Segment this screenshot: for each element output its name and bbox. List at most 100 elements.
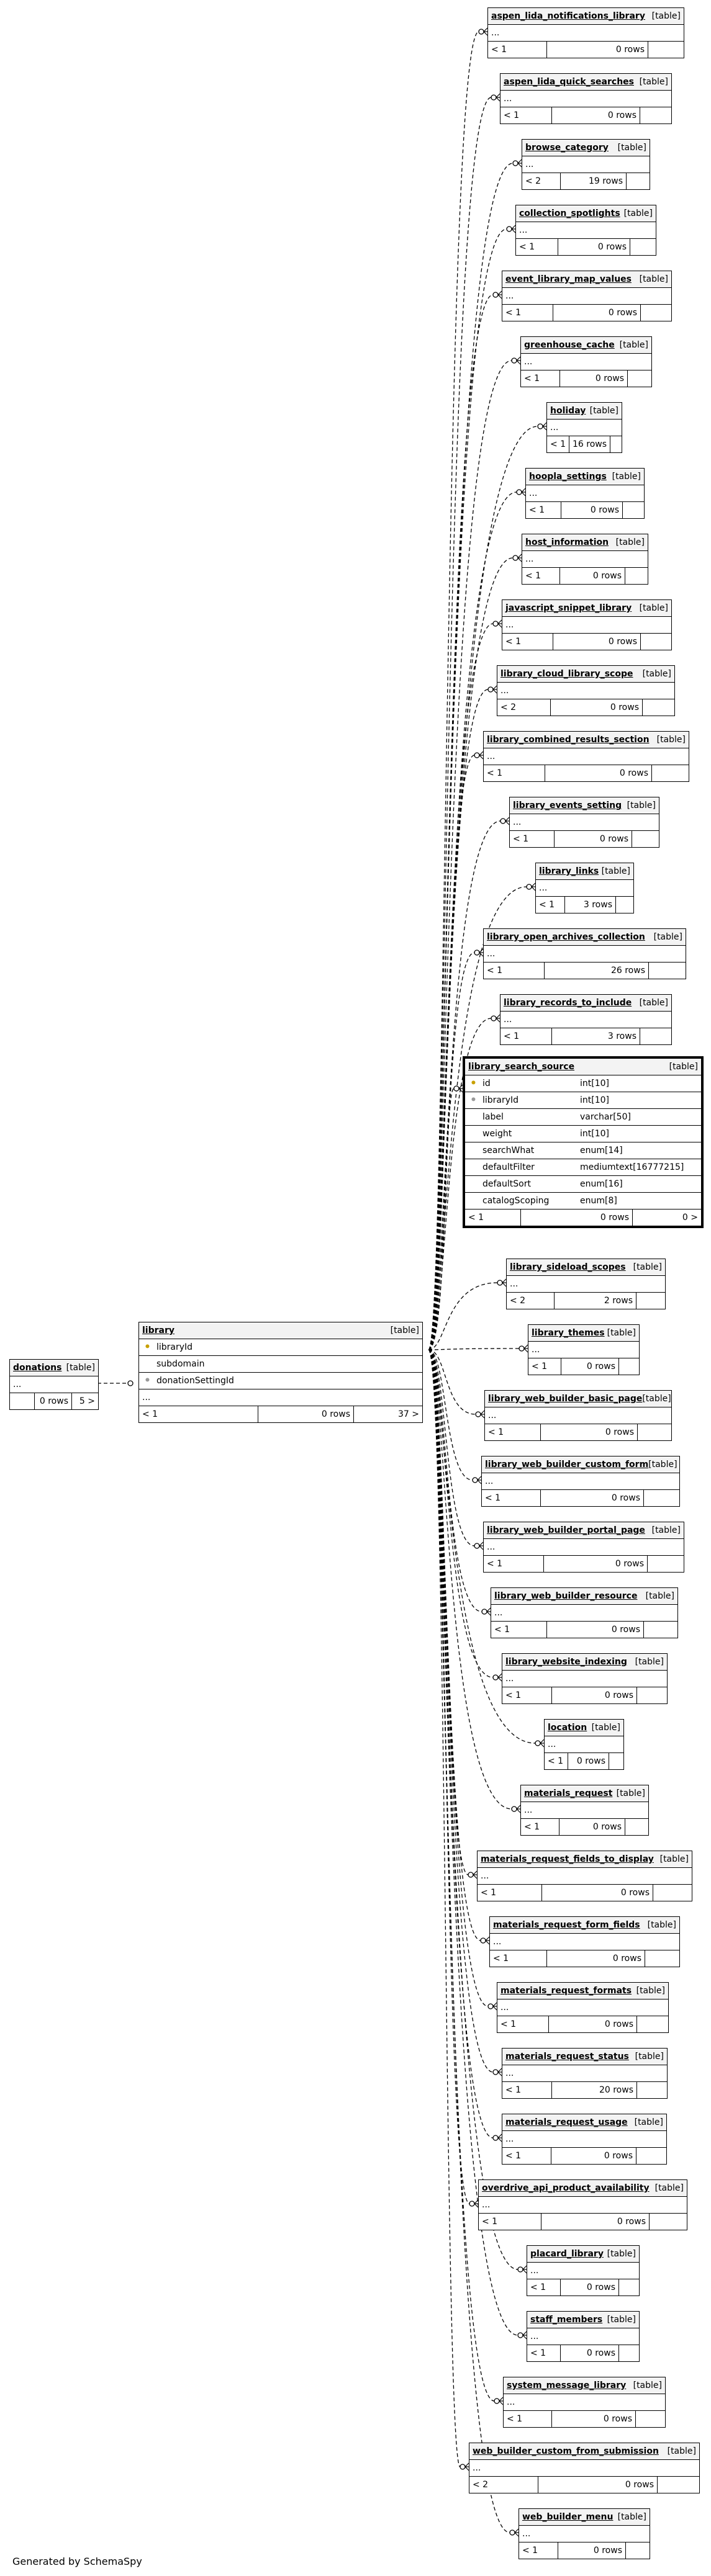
- table-name[interactable]: library_sideload_scopes: [510, 1262, 626, 1272]
- table-name[interactable]: library_web_builder_custom_form: [485, 1460, 649, 1470]
- table-name[interactable]: aspen_lida_notifications_library: [491, 11, 645, 21]
- table-name[interactable]: library: [142, 1326, 175, 1335]
- table-library-web-builder-custom-form[interactable]: library_web_builder_custom_form[table]..…: [481, 1456, 680, 1507]
- table-name[interactable]: event_library_map_values: [505, 274, 632, 284]
- table-name[interactable]: library_web_builder_resource: [494, 1591, 638, 1601]
- table-name[interactable]: system_message_library: [507, 2381, 627, 2390]
- table-name[interactable]: hoopla_settings: [529, 472, 607, 482]
- table-name[interactable]: library_events_setting: [513, 801, 622, 810]
- edge-library-to-library-website-indexing: [428, 1349, 494, 1678]
- edge-crowfoot: [522, 2331, 527, 2336]
- table-name[interactable]: browse_category: [525, 143, 609, 153]
- table-name[interactable]: library_themes: [532, 1328, 605, 1338]
- table-name[interactable]: staff_members: [530, 2315, 603, 2325]
- edge-crowfoot: [522, 2335, 527, 2340]
- table-library-web-builder-resource[interactable]: library_web_builder_resource[table]...< …: [491, 1587, 678, 1638]
- table-name[interactable]: library_web_builder_portal_page: [487, 1525, 645, 1535]
- table-name[interactable]: location: [548, 1723, 587, 1733]
- table-name[interactable]: library_website_indexing: [505, 1657, 627, 1667]
- table-aspen-lida-notifications-library[interactable]: aspen_lida_notifications_library[table].…: [487, 7, 684, 58]
- table-name[interactable]: materials_request_status: [505, 2052, 629, 2062]
- child-count: [628, 370, 651, 387]
- table-library-combined-results-section[interactable]: library_combined_results_section[table].…: [483, 731, 689, 782]
- edge-optional-marker: [494, 2398, 500, 2404]
- parent-count: < 1: [510, 831, 555, 847]
- edge-crowfoot: [496, 1018, 500, 1023]
- table-name[interactable]: placard_library: [530, 2249, 604, 2259]
- table-overdrive-api-product-availability[interactable]: overdrive_api_product_availability[table…: [478, 2179, 687, 2230]
- table-name[interactable]: library_cloud_library_scope: [500, 669, 633, 679]
- table-materials-request-form-fields[interactable]: materials_request_form_fields[table]...<…: [489, 1916, 680, 1967]
- table-name[interactable]: library_combined_results_section: [487, 735, 650, 745]
- edge-crowfoot: [497, 1673, 502, 1678]
- table-library[interactable]: library [table] ⚫libraryId subdomain ⚫do…: [138, 1322, 423, 1423]
- edge-library-to-library-search-source: [428, 1088, 455, 1350]
- table-library-cloud-library-scope[interactable]: library_cloud_library_scope[table]...< 2…: [497, 665, 675, 716]
- table-library-open-archives-collection[interactable]: library_open_archives_collection[table].…: [483, 928, 686, 979]
- table-materials-request-fields-to-display[interactable]: materials_request_fields_to_display[tabl…: [477, 1851, 692, 1901]
- table-name[interactable]: holiday: [550, 406, 586, 416]
- table-donations[interactable]: donations [table] ... 0 rows 5 >: [9, 1359, 99, 1410]
- table-name[interactable]: library_search_source: [468, 1062, 575, 1072]
- table-name[interactable]: materials_request_fields_to_display: [481, 1854, 654, 1864]
- table-name[interactable]: javascript_snippet_library: [505, 603, 632, 613]
- table-name[interactable]: materials_request: [524, 1788, 613, 1798]
- edge-crowfoot: [497, 2137, 502, 2142]
- row-count: 0 rows: [552, 107, 640, 123]
- table-name[interactable]: greenhouse_cache: [524, 340, 615, 350]
- table-library-web-builder-basic-page[interactable]: library_web_builder_basic_page[table]...…: [484, 1390, 672, 1441]
- table-name[interactable]: collection_spotlights: [519, 209, 620, 218]
- table-name[interactable]: materials_request_usage: [505, 2117, 628, 2127]
- table-type: [table]: [651, 11, 681, 21]
- column-row: ⚫donationSettingId: [139, 1373, 422, 1389]
- table-name[interactable]: donations: [13, 1363, 62, 1373]
- parent-count: < 1: [484, 963, 545, 979]
- parent-count: < 1: [502, 2148, 551, 2164]
- table-name[interactable]: materials_request_form_fields: [493, 1920, 640, 1930]
- edge-crowfoot: [511, 225, 516, 230]
- table-name[interactable]: aspen_lida_quick_searches: [504, 77, 634, 87]
- table-columns-ellipsis: ...: [139, 1389, 422, 1406]
- table-name[interactable]: web_builder_custom_from_submission: [473, 2446, 659, 2456]
- table-name[interactable]: materials_request_formats: [500, 1986, 632, 1996]
- table-name[interactable]: host_information: [525, 537, 609, 547]
- child-count: [623, 502, 644, 518]
- table-type: [table]: [642, 1394, 671, 1404]
- child-count: [636, 2411, 665, 2427]
- table-name[interactable]: library_open_archives_collection: [487, 932, 645, 942]
- table-type: [table]: [619, 340, 648, 350]
- table-name[interactable]: web_builder_menu: [522, 2512, 614, 2522]
- table-name[interactable]: library_links: [539, 866, 599, 876]
- table-library-web-builder-portal-page[interactable]: library_web_builder_portal_page[table]..…: [483, 1522, 684, 1573]
- table-name[interactable]: library_records_to_include: [504, 998, 632, 1008]
- table-name[interactable]: overdrive_api_product_availability: [482, 2183, 650, 2193]
- table-header: materials_request_formats[table]: [497, 1983, 668, 1999]
- table-name[interactable]: library_web_builder_basic_page: [488, 1394, 643, 1404]
- table-web-builder-custom-from-submission[interactable]: web_builder_custom_from_submission[table…: [469, 2443, 700, 2493]
